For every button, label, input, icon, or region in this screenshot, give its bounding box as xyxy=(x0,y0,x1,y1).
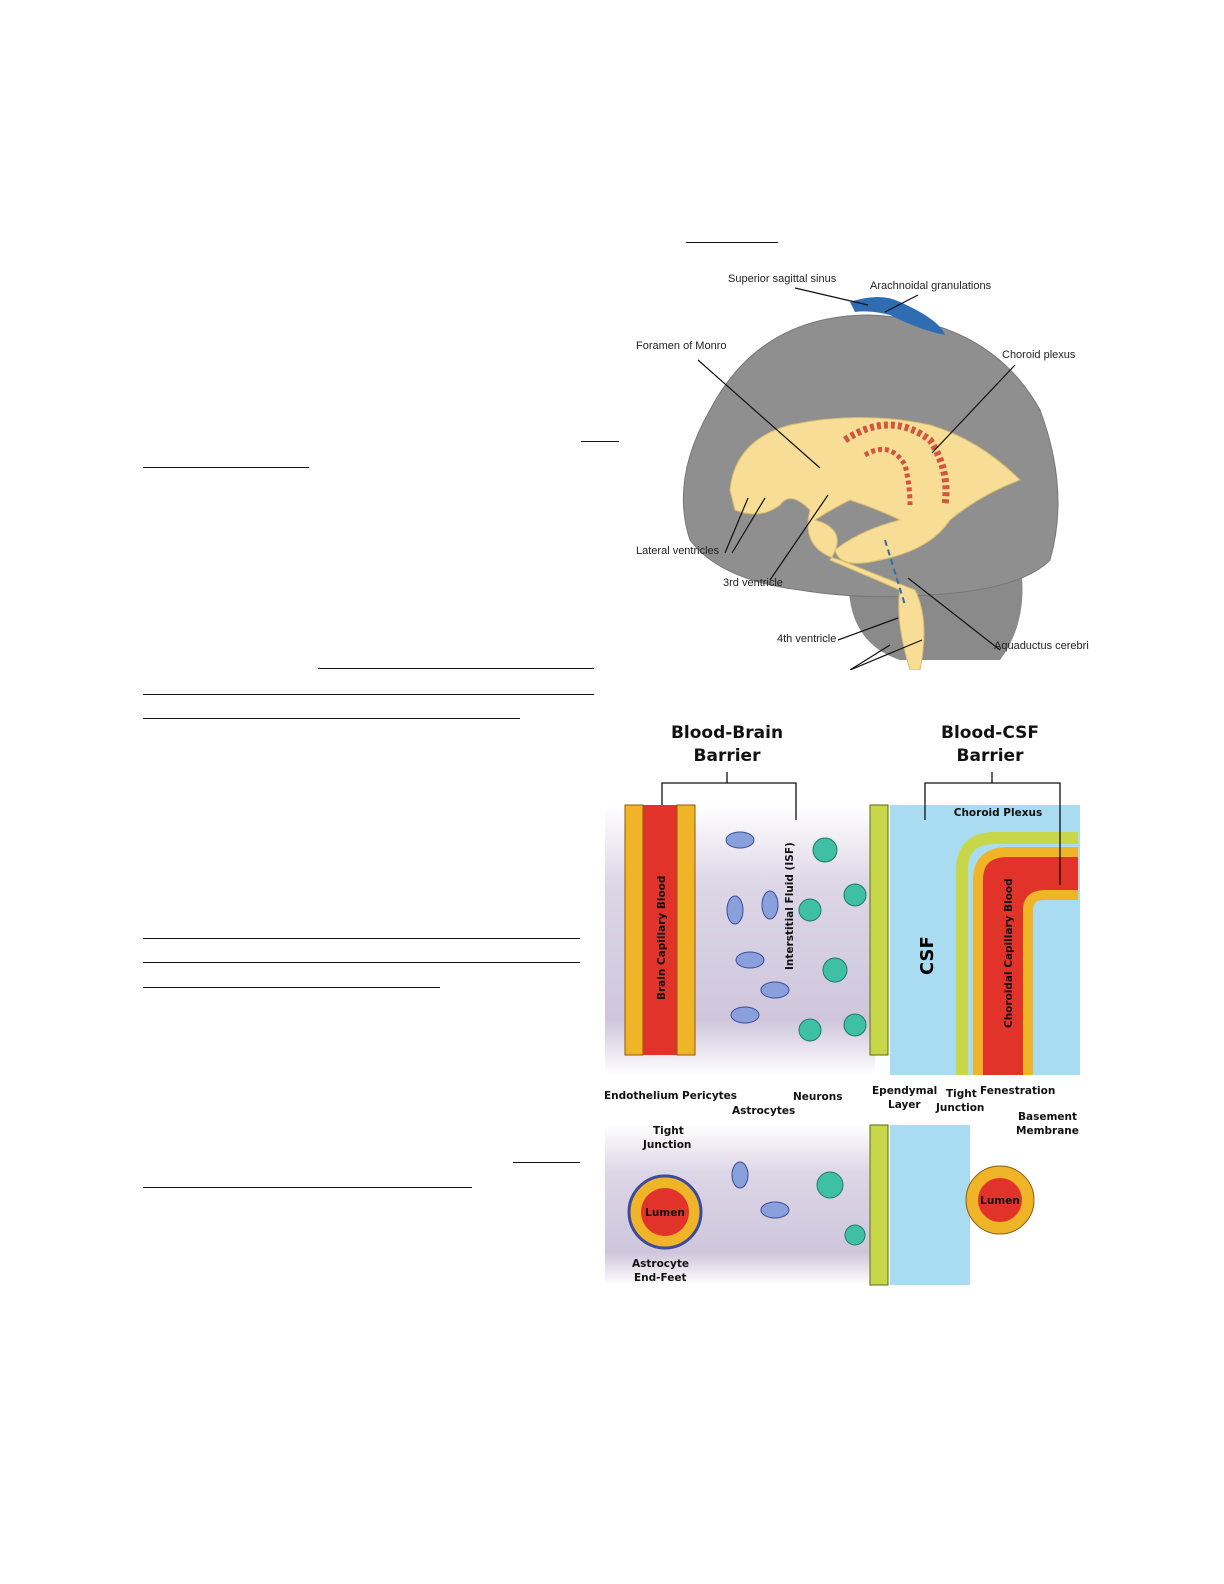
label-brain-capillary-blood: Brain Capillary Blood xyxy=(656,876,668,1000)
label-ependymal-layer: Layer xyxy=(888,1099,921,1111)
label-choroidal-capillary-blood: Choroidal Capillary Blood xyxy=(1003,878,1015,1028)
label-astrocyte: Astrocyte xyxy=(632,1258,689,1270)
title-bbb-line2: Barrier xyxy=(694,746,762,766)
answer-blank[interactable] xyxy=(143,1187,472,1188)
answer-blank[interactable] xyxy=(581,441,619,442)
brain-capillary-blood xyxy=(640,805,680,1055)
answer-blank[interactable] xyxy=(143,938,580,939)
answer-blank[interactable] xyxy=(143,987,440,988)
title-bcsf-line1: Blood-CSF xyxy=(941,723,1039,743)
label-superior-sagittal-sinus: Superior sagittal sinus xyxy=(728,273,837,285)
label-tight-junction-left-2: Junction xyxy=(642,1139,691,1151)
label-isf: Interstitial Fluid (ISF) xyxy=(784,842,796,970)
label-foramen-of-monro: Foramen of Monro xyxy=(636,340,726,352)
choroid-plexus-shape xyxy=(843,421,950,506)
ventricular-system-diagram: Superior sagittal sinus Arachnoidal gran… xyxy=(636,273,1089,670)
label-3rd-ventricle: 3rd ventricle xyxy=(723,577,783,589)
label-tight-junction-right: Tight xyxy=(946,1088,977,1100)
label-end-feet: End-Feet xyxy=(634,1272,687,1284)
label-choroid-plexus: Choroid Plexus xyxy=(954,807,1042,819)
label-lateral-ventricles: Lateral ventricles xyxy=(636,545,720,557)
title-bcsf-line2: Barrier xyxy=(957,746,1025,766)
label-neurons: Neurons xyxy=(793,1091,843,1103)
label-astrocytes: Astrocytes xyxy=(732,1105,795,1117)
label-tight-junction-left: Tight xyxy=(653,1125,684,1137)
choroid-plexus-inner xyxy=(863,446,913,506)
title-bbb-line1: Blood-Brain xyxy=(671,723,783,743)
label-arachnoidal-granulations: Arachnoidal granulations xyxy=(870,280,992,292)
answer-blank[interactable] xyxy=(513,1162,580,1163)
label-4th-ventricle: 4th ventricle xyxy=(777,633,836,645)
blood-brain-csf-barrier-diagram: Blood-Brain Barrier Blood-CSF Barrier Ch… xyxy=(604,723,1080,1286)
sinus-shape xyxy=(850,297,945,335)
label-csf: CSF xyxy=(917,936,938,975)
csf-band-lower xyxy=(890,1125,970,1285)
label-basement-membrane: Membrane xyxy=(1016,1125,1079,1137)
ependymal-layer xyxy=(869,804,889,1056)
label-basement: Basement xyxy=(1018,1111,1077,1123)
answer-blank[interactable] xyxy=(143,467,309,468)
label-choroid-plexus: Choroid plexus xyxy=(1002,349,1076,361)
label-pericytes: Pericytes xyxy=(682,1090,737,1102)
label-tight-junction-right-2: Junction xyxy=(935,1102,984,1114)
label-endothelium: Endothelium xyxy=(604,1090,679,1102)
choroidal-capillary-blood xyxy=(980,850,1078,1075)
label-lumen-right: Lumen xyxy=(980,1195,1020,1207)
answer-blank[interactable] xyxy=(143,962,580,963)
label-aquaductus-cerebri: Aquaductus cerebri xyxy=(994,640,1089,652)
answer-blank[interactable] xyxy=(143,694,594,695)
answer-blank[interactable] xyxy=(318,668,594,669)
answer-blank[interactable] xyxy=(686,242,778,243)
label-fenestration: Fenestration xyxy=(980,1085,1055,1097)
label-ependymal: Ependymal xyxy=(872,1085,937,1097)
answer-blank[interactable] xyxy=(143,718,520,719)
label-lumen-left: Lumen xyxy=(645,1207,685,1219)
